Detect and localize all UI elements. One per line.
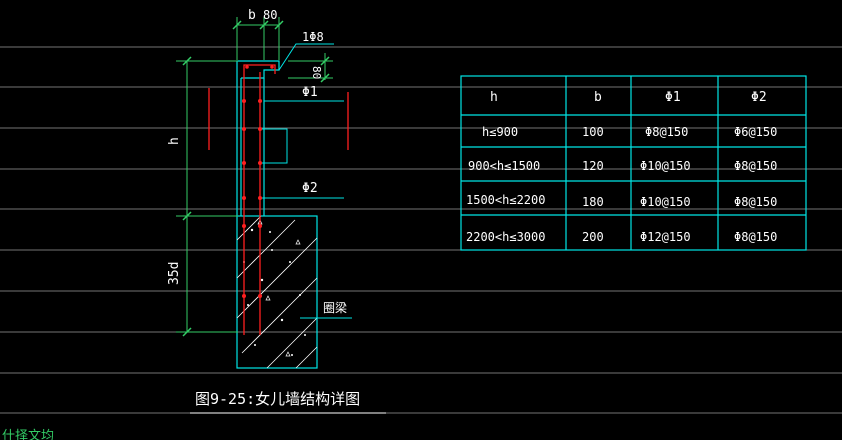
- table-header-b: b: [594, 90, 602, 105]
- table-cell: 180: [582, 195, 604, 209]
- dimension-ticks: [182, 20, 330, 337]
- table-cell: Φ8@150: [734, 230, 777, 244]
- dim-80-side-label: 80: [310, 66, 323, 79]
- dim-h-label: h: [167, 137, 182, 145]
- ring-beam-section: [236, 215, 318, 369]
- rebar-top-label: 1Φ8: [302, 30, 324, 44]
- table-cell: Φ8@150: [734, 159, 777, 173]
- wall-outline: [236, 60, 280, 216]
- table-cell: 900<h≤1500: [468, 159, 540, 173]
- ring-beam-label: 圈梁: [323, 300, 347, 315]
- table-cell: Φ8@150: [734, 195, 777, 209]
- dim-b-label: b: [248, 8, 256, 23]
- drawing-title: 图9-25:女儿墙结构详图: [195, 390, 360, 408]
- table-cell: 120: [582, 159, 604, 173]
- table-header-h: h: [490, 90, 498, 105]
- table-cell: h≤900: [482, 125, 518, 139]
- dimension-lines: [176, 17, 333, 333]
- grid-lines: [0, 46, 842, 414]
- table-cell: Φ6@150: [734, 125, 777, 139]
- table-cell: Φ10@150: [640, 195, 691, 209]
- table-cell: Φ12@150: [640, 230, 691, 244]
- dim-35d-label: 35d: [167, 262, 182, 285]
- table-cell: Φ8@150: [645, 125, 688, 139]
- table-cell: 100: [582, 125, 604, 139]
- table-cell: 200: [582, 230, 604, 244]
- table-header-phi1: Φ1: [665, 90, 681, 105]
- rebars: [208, 64, 349, 335]
- table-cell: 1500<h≤2200: [466, 193, 545, 207]
- spec-table: h b Φ1 Φ2 h≤900 100 Φ8@150 Φ6@150 900<h≤…: [460, 75, 807, 251]
- rebar-dots: [242, 65, 274, 298]
- rebar-phi2-label: Φ2: [302, 181, 318, 196]
- table-header-phi2: Φ2: [751, 90, 767, 105]
- rebar-phi1-label: Φ1: [302, 85, 318, 100]
- dim-80-top-label: 80: [263, 8, 277, 22]
- table-cell: Φ10@150: [640, 159, 691, 173]
- callout-lines: [262, 43, 352, 319]
- table-cell: 2200<h≤3000: [466, 230, 545, 244]
- bottom-text: 什择文均: [2, 429, 54, 440]
